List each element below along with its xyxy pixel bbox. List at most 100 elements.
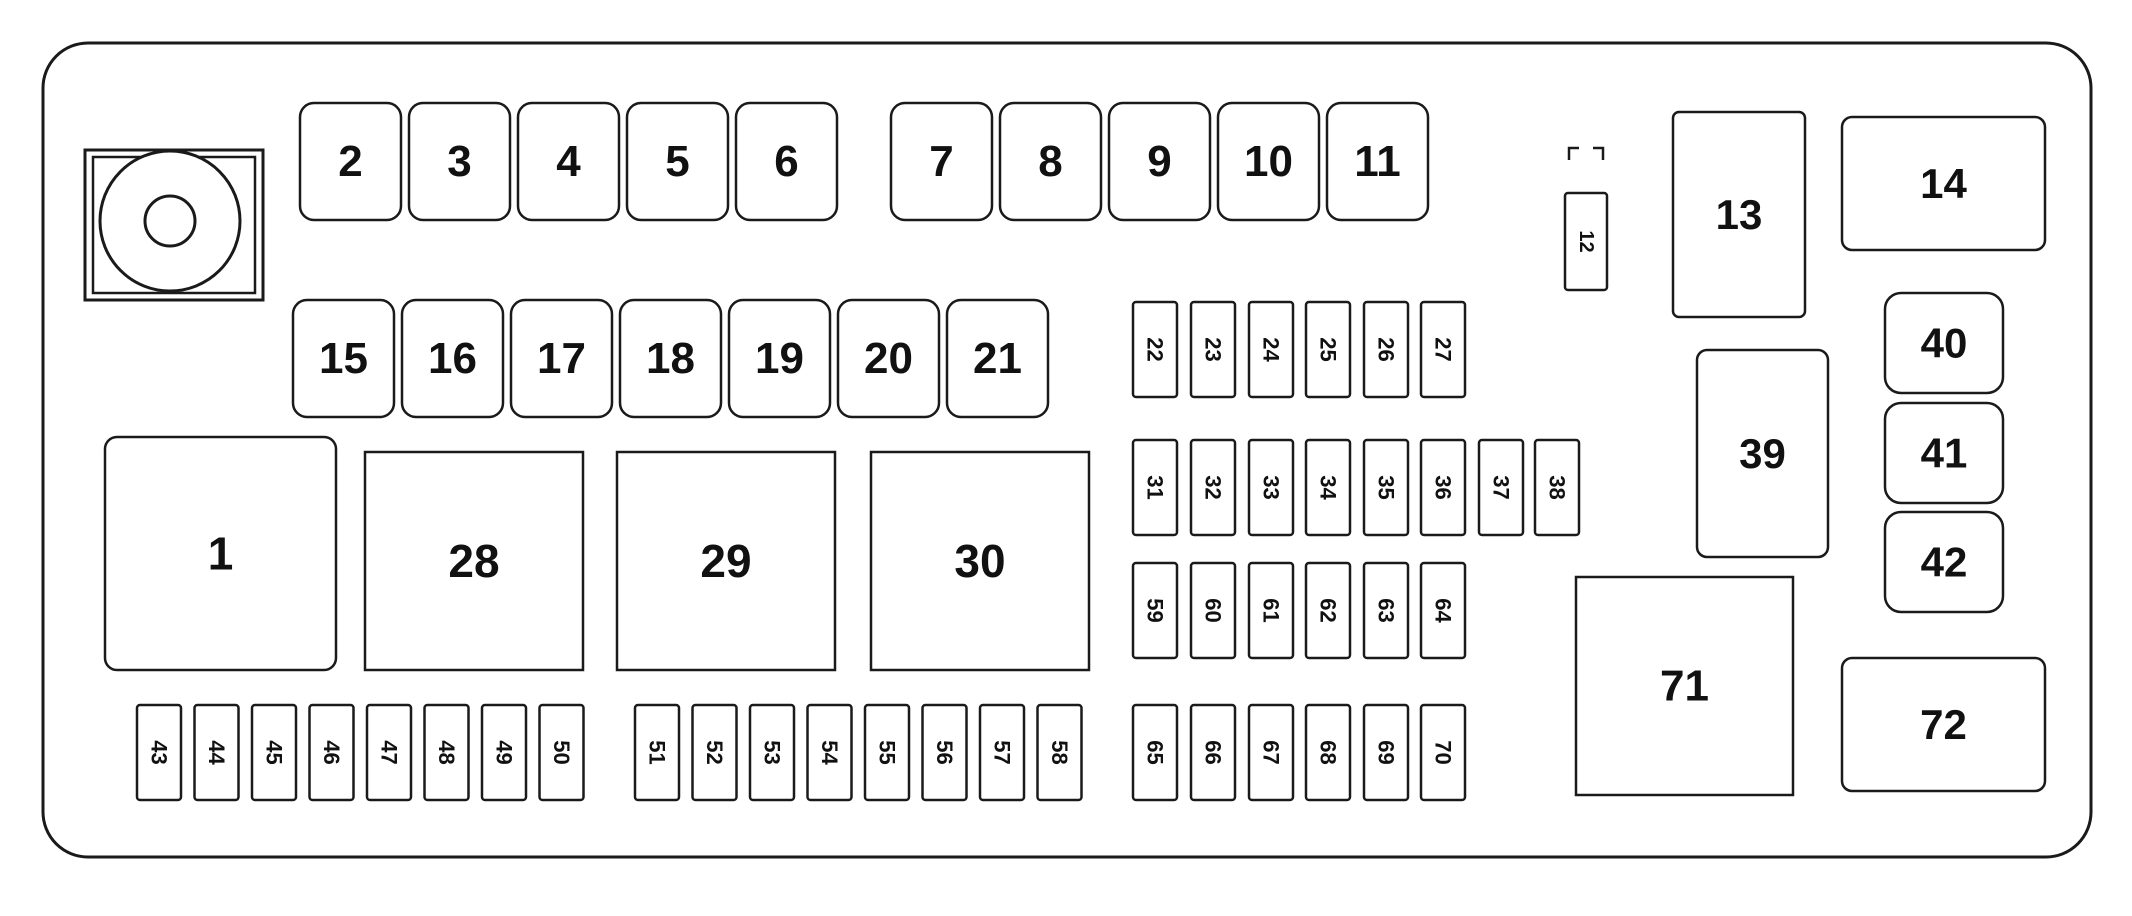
fuse-10: 10 [1216,101,1321,222]
fuse-label: 58 [1047,740,1072,764]
fuse-6: 6 [734,101,839,222]
fuse-30: 30 [869,450,1091,672]
fuse-28-outline [363,450,585,672]
fuse-label: 48 [434,740,459,764]
fuse-26-outline [1362,300,1410,399]
fuse-65-outline [1131,703,1179,802]
fuse-20: 20 [836,298,941,419]
fuse-65: 65 [1131,703,1179,802]
fuse-35: 35 [1362,438,1410,537]
fuse-69: 69 [1362,703,1410,802]
fuse-label: 40 [1921,320,1968,367]
fuse-33-outline [1247,438,1295,537]
fuse-label: 27 [1431,337,1456,361]
fuse-36: 36 [1419,438,1467,537]
fuse-44-outline [193,703,240,802]
fuse-14-outline [1840,115,2047,252]
fuse-61-outline [1247,561,1295,660]
fuse-22-outline [1131,300,1179,399]
fuse-37: 37 [1477,438,1525,537]
fuse-label: 36 [1431,475,1456,499]
fuse-label: 67 [1259,740,1284,764]
fuse-61: 61 [1247,561,1295,660]
fuse-label: 65 [1143,740,1168,764]
fuse-label: 26 [1374,337,1399,361]
fuse-label: 25 [1316,337,1341,361]
fuse-28: 28 [363,450,585,672]
fuse-label: 20 [864,334,913,383]
fuse-29: 29 [615,450,837,672]
fuse-label: 1 [208,528,234,580]
fuse-24-outline [1247,300,1295,399]
fuse-49: 49 [480,703,528,802]
fuse-label: 49 [492,740,517,764]
fuse-label: 37 [1489,475,1514,499]
fuse-label: 33 [1259,475,1284,499]
fuse-63: 63 [1362,561,1410,660]
fuse-39: 39 [1695,348,1830,559]
fuse-71-outline [1574,575,1795,797]
fuse-label: 68 [1316,740,1341,764]
fuse-19-outline [727,298,832,419]
fuse-37-outline [1477,438,1525,537]
fuse-label: 9 [1147,137,1171,186]
fuse-50-outline [538,703,585,802]
fuse-60: 60 [1189,561,1237,660]
fuse-54-outline [806,703,853,802]
fuse-label: 14 [1920,160,1967,207]
fuse-29-outline [615,450,837,672]
fuse-17: 17 [509,298,614,419]
fuse-40-outline [1883,291,2005,395]
fuse-label: 41 [1921,430,1968,477]
fuse-label: 34 [1316,475,1341,500]
fuse-9-outline [1107,101,1212,222]
fuse-42: 42 [1883,510,2005,614]
fuse-46: 46 [308,703,355,802]
fuse-42-outline [1883,510,2005,614]
fuse-59: 59 [1131,561,1179,660]
fuse-40: 40 [1883,291,2005,395]
fuse-2: 2 [298,101,403,222]
fuse-label: 8 [1038,137,1062,186]
fuse-52: 52 [691,703,738,802]
fuse-62: 62 [1304,561,1352,660]
fuse-30-outline [869,450,1091,672]
fuse-label: 4 [556,137,581,186]
fuse-label: 43 [147,740,172,764]
fuse-label: 11 [1354,137,1401,186]
fuse-label: 62 [1316,598,1341,622]
fuse-5: 5 [625,101,730,222]
fuse-label: 64 [1431,598,1456,623]
fuse-53-outline [748,703,796,802]
fuse-label: 71 [1660,662,1709,711]
fuse-8-outline [998,101,1103,222]
fuse-1: 1 [103,435,338,672]
fuse-3: 3 [407,101,512,222]
fuse-32-outline [1189,438,1237,537]
fuse-48-outline [423,703,470,802]
fuse-64: 64 [1419,561,1467,660]
fuse-label: 50 [549,740,574,764]
fuse-label: 13 [1716,191,1763,238]
fuse-19: 19 [727,298,832,419]
fuse-31: 31 [1131,438,1179,537]
fuse-15: 15 [291,298,396,419]
fuse-27-outline [1419,300,1467,399]
terminal-stud-icon [83,148,265,302]
fuse-23-outline [1189,300,1237,399]
fuse-45: 45 [250,703,298,802]
fuse-70-outline [1419,703,1467,802]
fuse-15-outline [291,298,396,419]
fuse-21-outline [945,298,1050,419]
fuse-label: 6 [774,137,798,186]
fuse-label: 39 [1739,430,1786,477]
fuse-3-outline [407,101,512,222]
fuse-label: 60 [1201,598,1226,622]
fuse-70: 70 [1419,703,1467,802]
fuse-25-outline [1304,300,1352,399]
fuse-label: 15 [319,334,368,383]
fuse-label: 31 [1143,475,1168,499]
fuse-25: 25 [1304,300,1352,399]
fuse-label: 70 [1431,740,1456,764]
